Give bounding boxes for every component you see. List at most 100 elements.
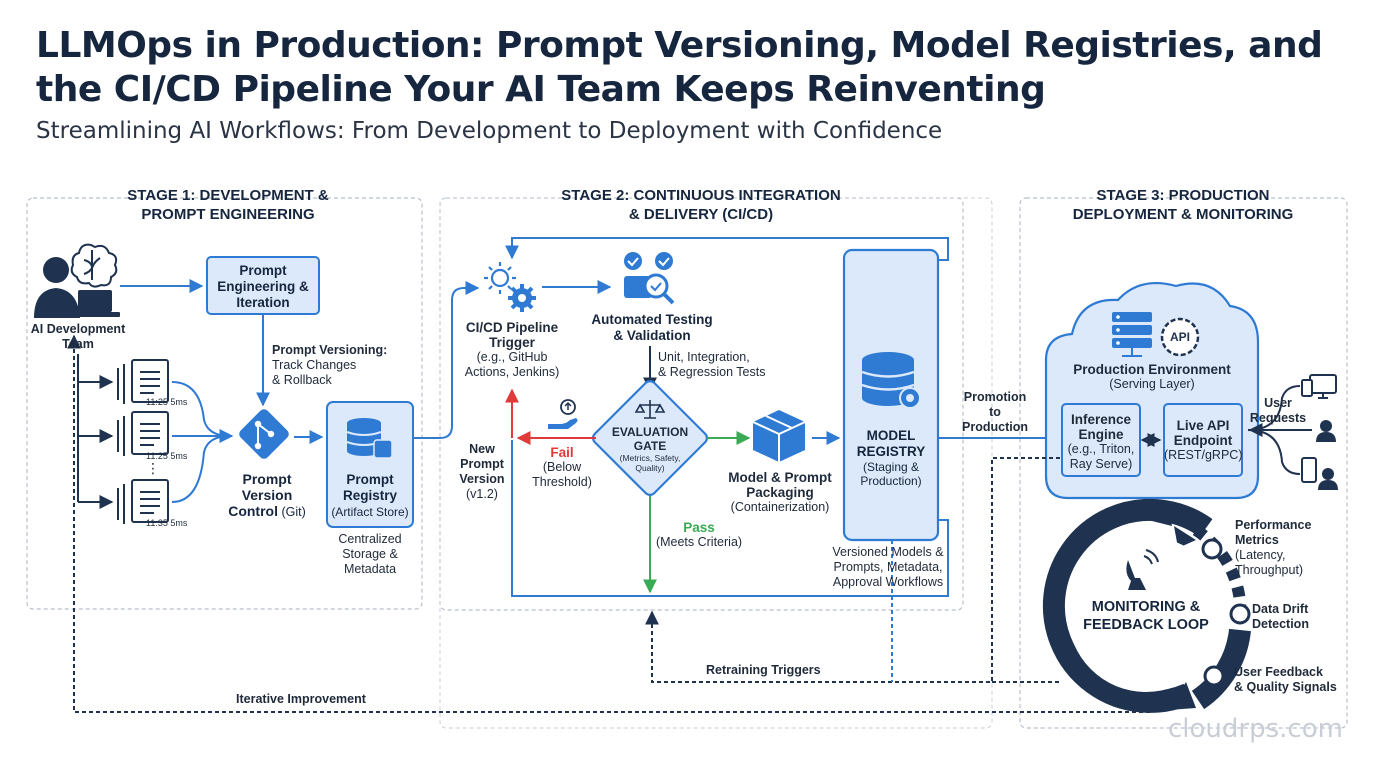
new-prompt-version-label: New Prompt Version (v1.2) — [454, 442, 510, 502]
prompt-registry-line-3: (Artifact Store) — [331, 505, 409, 519]
stage1-title-line-1: STAGE 1: DEVELOPMENT & — [127, 187, 329, 204]
checklist-magnifier-icon — [624, 252, 675, 305]
database-icon-small — [346, 418, 393, 459]
model-registry-line-4: Production) — [860, 474, 922, 488]
inference-engine-box — [1061, 403, 1141, 477]
ai-team-label-line-2: Team — [62, 337, 94, 351]
drift-line-1: Data Drift — [1252, 602, 1309, 616]
prompt-engineering-line-3: Iteration — [236, 295, 290, 310]
pvc-line-1: Prompt — [242, 471, 292, 487]
prod-env-line-2: (Serving Layer) — [1109, 377, 1195, 391]
stage3-title-line-1: STAGE 3: PRODUCTION — [1096, 187, 1270, 204]
storage-line-3: Metadata — [343, 562, 397, 576]
perf-line-3: (Latency, — [1235, 548, 1286, 562]
model-registry-line-3: (Staging & — [862, 460, 920, 474]
stage2-title: STAGE 2: CONTINUOUS INTEGRATION & DELIVE… — [520, 186, 882, 224]
retraining-triggers-label: Retraining Triggers — [706, 663, 821, 677]
scale-icon — [634, 400, 666, 419]
trigger-line-2: Trigger — [489, 335, 535, 350]
new-prompt-line-4: (v1.2) — [466, 487, 498, 501]
ai-team-label-line-1: AI Development — [30, 322, 126, 336]
monitoring-line-2: FEEDBACK LOOP — [1083, 617, 1209, 633]
fail-text: Fail — [550, 445, 574, 460]
testing-line-1: Automated Testing — [591, 312, 713, 327]
tests-line-1: Unit, Integration, — [658, 350, 750, 364]
versioned-models-label: Versioned Models & Prompts, Metadata, Ap… — [826, 545, 950, 590]
prompt-engineering-line-2: Engineering & — [217, 279, 309, 294]
pvc-line-2: Version — [241, 487, 293, 503]
user-requests-line-1: User — [1264, 396, 1292, 410]
prompt-versioning-label: Prompt Versioning: Track Changes & Rollb… — [272, 343, 387, 388]
prompt-versioning-line-2: Track Changes — [272, 358, 357, 372]
feedback-node — [1203, 665, 1225, 687]
gate-line-2: GATE — [633, 439, 667, 453]
drift-line-2: Detection — [1252, 617, 1309, 631]
fail-desc: (Below Threshold) — [532, 460, 592, 489]
promotion-label: Promotion to Production — [958, 390, 1032, 435]
inference-line-2: Engine — [1078, 427, 1124, 442]
evaluation-gate-label: EVALUATION GATE (Metrics, Safety, Qualit… — [606, 425, 694, 473]
versioned-line-1: Versioned Models & — [832, 545, 944, 559]
inference-line-3: (e.g., Triton, — [1067, 442, 1135, 456]
document-stack-icon-1 — [117, 359, 169, 404]
iterative-improvement-label: Iterative Improvement — [236, 692, 366, 706]
satellite-dish-icon — [1126, 549, 1159, 590]
user-feedback-label: User Feedback & Quality Signals — [1234, 665, 1337, 695]
watermark: cloudrps.com — [1168, 714, 1343, 744]
fail-label: Fail (Below Threshold) — [512, 445, 612, 490]
model-registry-label: MODEL REGISTRY (Staging & Production) — [844, 428, 938, 488]
testing-line-2: & Validation — [613, 328, 691, 343]
user-icon — [1316, 420, 1336, 442]
stage2-title-line-1: STAGE 2: CONTINUOUS INTEGRATION — [561, 187, 841, 204]
monitoring-line-1: MONITORING & — [1091, 599, 1201, 615]
prompt-registry-line-2: Registry — [342, 488, 398, 503]
live-api-line-3: (REST/gRPC) — [1164, 448, 1243, 462]
pass-text: Pass — [683, 520, 715, 535]
trigger-line-1: CI/CD Pipeline — [465, 320, 559, 335]
pipeline-trigger-label: CI/CD Pipeline Trigger (e.g., GitHub Act… — [456, 320, 568, 380]
title-line-1: LLMOps in Production: Prompt Versioning,… — [36, 25, 1323, 66]
document-stack-icon-3 — [117, 479, 169, 524]
storage-line-2: Storage & — [342, 547, 398, 561]
packaging-line-2: Packaging — [746, 485, 814, 500]
database-gear-icon — [861, 352, 921, 409]
doc-timestamp-3: 11:35 5ms — [146, 518, 188, 528]
packaging-label: Model & Prompt Packaging (Containerizati… — [722, 470, 838, 515]
prompt-engineering-label: Prompt Engineering & Iteration — [207, 263, 319, 311]
centralized-storage-label: Centralized Storage & Metadata — [326, 532, 414, 577]
pvc-line-3-git: (Git) — [277, 505, 306, 519]
new-prompt-line-1: New — [469, 442, 495, 456]
git-icon — [239, 409, 289, 459]
prompt-versioning-line-1: Prompt Versioning: — [272, 343, 388, 357]
data-drift-label: Data Drift Detection — [1252, 602, 1309, 632]
stage1-title: STAGE 1: DEVELOPMENT & PROMPT ENGINEERIN… — [60, 186, 396, 224]
storage-line-1: Centralized — [338, 532, 402, 546]
evaluation-gate-diamond — [591, 379, 709, 497]
perf-node — [1201, 538, 1223, 560]
package-icon — [752, 410, 806, 462]
packaging-line-3: (Containerization) — [730, 500, 830, 514]
perf-line-1: Performance — [1235, 518, 1312, 532]
trigger-line-3: (e.g., GitHub — [476, 350, 548, 364]
production-environment-label: Production Environment (Serving Layer) — [1060, 362, 1244, 392]
pvc-line-3: Control (Git) — [222, 503, 312, 520]
performance-metrics-label: Performance Metrics (Latency, Throughput… — [1235, 518, 1311, 578]
doc-timestamp-1: 11:25 5ms — [146, 397, 188, 407]
model-registry-line-1: MODEL — [866, 428, 916, 443]
model-registry-line-2: REGISTRY — [856, 444, 926, 459]
gear-icon — [508, 284, 536, 312]
live-api-label: Live API Endpoint (REST/gRPC) — [1164, 418, 1242, 463]
pass-label: Pass (Meets Criteria) — [652, 520, 746, 550]
pass-desc: (Meets Criteria) — [655, 535, 743, 549]
pvc-line-3-main: Control — [228, 503, 278, 519]
prod-env-line-1: Production Environment — [1073, 362, 1231, 377]
page-title: LLMOps in Production: Prompt Versioning,… — [36, 24, 1356, 112]
mobile-user-icon — [1301, 457, 1338, 490]
stage1-panel — [26, 197, 423, 610]
prompt-versioning-line-3: & Rollback — [272, 373, 332, 387]
promotion-line-3: Production — [962, 420, 1028, 434]
live-api-line-2: Endpoint — [1173, 433, 1233, 448]
stage3-title-line-2: DEPLOYMENT & MONITORING — [1072, 206, 1294, 223]
versioned-line-3: Approval Workflows — [832, 575, 944, 589]
